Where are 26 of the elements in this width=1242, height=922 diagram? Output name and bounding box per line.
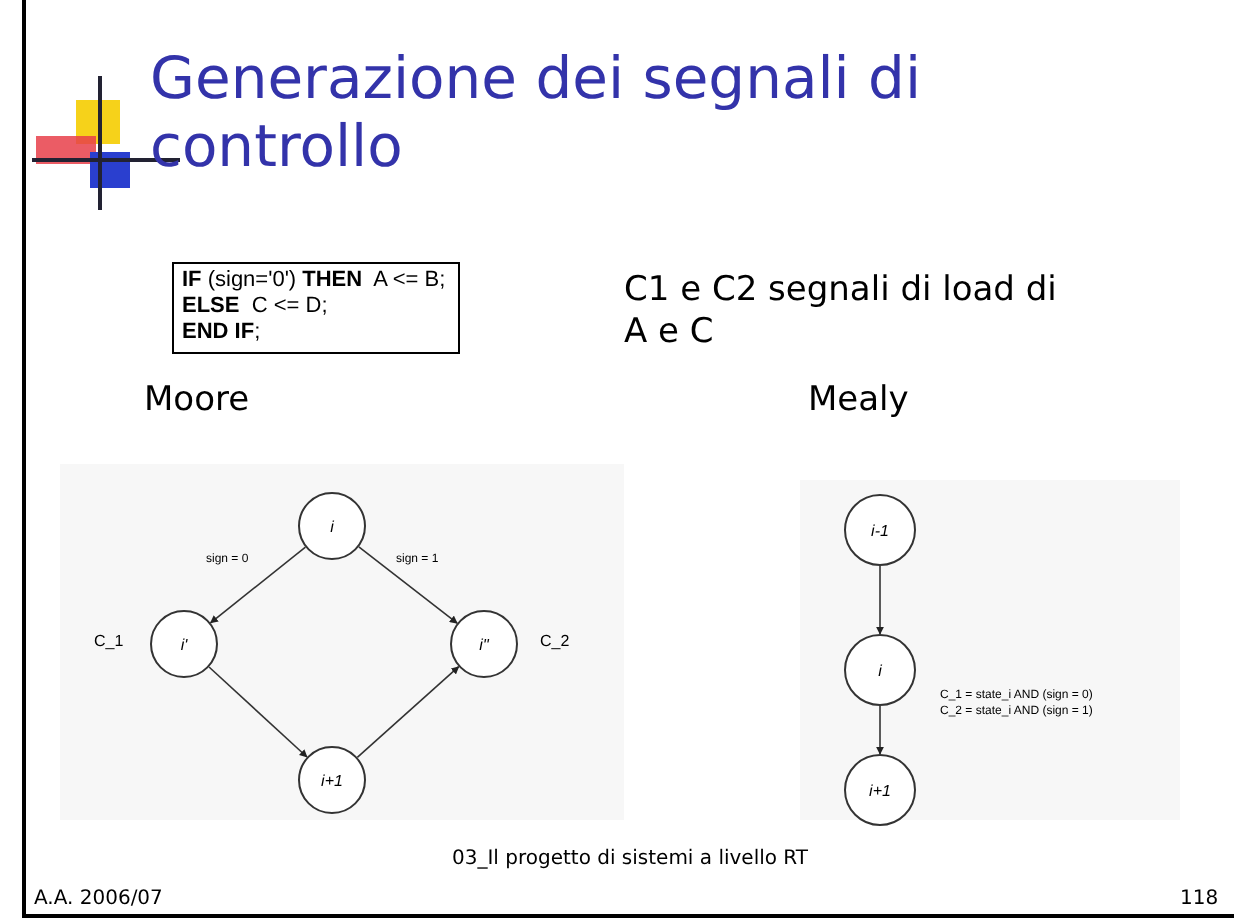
state-label: i-1 bbox=[871, 521, 889, 539]
slide-title: Generazione dei segnali di controllo bbox=[150, 44, 924, 180]
state-label: i+1 bbox=[869, 781, 891, 799]
output-label: C_1 bbox=[94, 632, 124, 650]
arrow bbox=[208, 666, 308, 758]
footer-text: 03_Il progetto di sistemi a livello RT bbox=[449, 848, 811, 873]
arrow bbox=[876, 565, 884, 635]
state-label: i bbox=[330, 517, 334, 535]
output-label: C_2 bbox=[540, 632, 570, 650]
code-box bbox=[172, 262, 460, 354]
code-line: IF (sign='0') THEN A <= B; bbox=[182, 268, 448, 294]
state-label: i bbox=[878, 661, 882, 679]
state-label: i+1 bbox=[321, 771, 343, 789]
code-line: END IF; bbox=[182, 320, 263, 346]
code-line: ELSE C <= D; bbox=[182, 294, 330, 320]
state-label: i'' bbox=[479, 635, 489, 653]
state-label: i' bbox=[180, 635, 188, 653]
footer-text: 118 bbox=[1180, 888, 1219, 913]
arrow bbox=[876, 705, 884, 755]
footer-text: A.A. 2006/07 bbox=[34, 888, 163, 913]
note-text: C1 e C2 segnali di load di A e C bbox=[624, 270, 1059, 355]
arrow bbox=[356, 665, 460, 759]
section-heading: Moore bbox=[144, 380, 250, 423]
arrow bbox=[209, 546, 307, 624]
arrow bbox=[358, 546, 458, 624]
section-heading: Mealy bbox=[808, 380, 909, 423]
